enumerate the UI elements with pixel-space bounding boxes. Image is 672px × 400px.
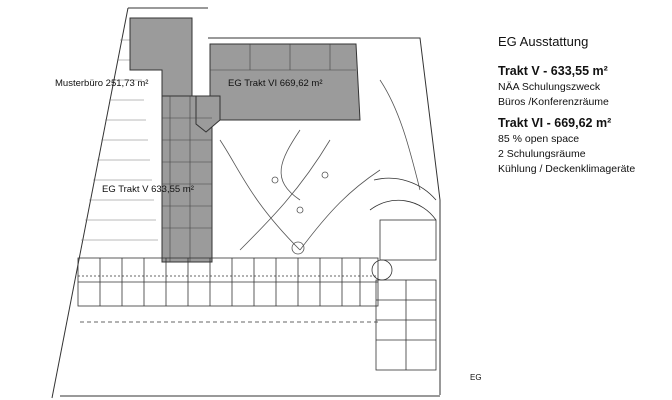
trakt-v-line-2: Büros /Konferenzräume: [498, 96, 609, 108]
trakt-vi-heading: Trakt VI - 669,62 m²: [498, 116, 612, 130]
site-boundary: [51, 7, 441, 399]
lower-wing: [77, 257, 379, 323]
highlighted-areas: [129, 17, 361, 263]
floor-label: EG: [470, 373, 482, 382]
musterbuero-label: Musterbüro 251,73 m²: [55, 78, 148, 89]
trakt-vi-line-1: 85 % open space: [498, 133, 580, 145]
room-grid: [162, 44, 356, 262]
connector-area: [195, 95, 221, 133]
trakt-vi-plan-label: EG Trakt VI 669,62 m²: [228, 78, 323, 89]
hatched-area: [81, 39, 158, 241]
trakt-vi-line-2: 2 Schulungsräume: [498, 148, 586, 160]
rotunda: [369, 177, 437, 371]
trakt-vi-area: [209, 43, 361, 121]
trakt-v-line-1: NÄA Schulungszweck: [498, 81, 601, 93]
trakt-v-heading: Trakt V - 633,55 m²: [498, 64, 608, 78]
legend-title: EG Ausstattung: [498, 34, 589, 49]
trakt-vi-line-3: Kühlung / Deckenklimageräte: [498, 163, 636, 175]
trakt-v-plan-label: EG Trakt V 633,55 m²: [102, 184, 194, 195]
courtyard-paths: [219, 79, 421, 255]
trakt-v-area: [161, 95, 213, 263]
